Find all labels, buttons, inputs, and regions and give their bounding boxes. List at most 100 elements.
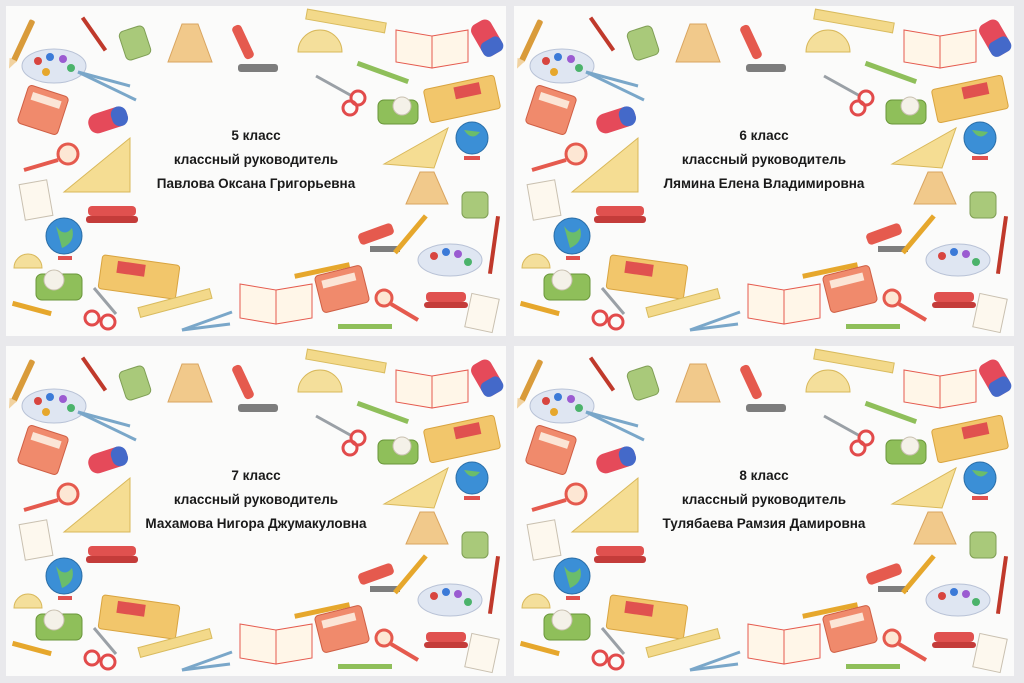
calculator-icon [17,425,69,475]
flask-icon [405,171,449,205]
book-icon [605,594,689,640]
triangle-ruler-icon [570,476,639,533]
flask-icon [167,363,213,403]
tape-dispenser-icon [35,609,83,641]
card-caption: 6 класс классный руководитель Лямина Еле… [624,124,904,196]
teacher-role: классный руководитель [173,152,339,167]
notepad-icon [972,632,1008,674]
stapler-icon [424,292,468,308]
pencil-icon [393,214,428,255]
pencil-icon [802,262,859,279]
class-card-8: 8 класс классный руководитель Тулябаева … [514,346,1014,676]
book-icon [931,414,1009,464]
compass-icon [77,410,137,442]
palette-icon [417,583,483,617]
pencil-icon [901,554,936,595]
magnifier-icon [882,628,928,662]
book-icon [423,414,501,464]
microscope-icon [866,563,908,592]
book-icon [395,29,469,69]
book-icon [423,74,501,124]
flask-icon [913,171,957,205]
pencil-icon [338,664,392,669]
sharpener-icon [461,531,489,559]
triangle-ruler-icon [890,466,957,509]
triangle-ruler-icon [890,126,957,169]
triangle-ruler-icon [62,476,131,533]
pencil-icon [8,19,35,69]
book-icon [97,594,181,640]
ruler-icon [305,8,387,34]
protractor-icon [297,369,343,393]
teacher-role: классный руководитель [173,492,339,507]
teacher-name: Тулябаева Рамзия Дамировна [662,516,866,531]
stapler-icon [86,546,138,563]
teacher-role: классный руководитель [681,152,847,167]
brush-icon [588,356,616,392]
palette-icon [925,243,991,277]
brush-icon [487,216,501,274]
pencil-icon [802,602,859,619]
protractor-icon [521,253,551,269]
compass-icon [181,310,233,332]
sharpener-icon [626,25,660,61]
card-caption: 5 класс классный руководитель Павлова Ок… [116,124,396,196]
calculator-icon [314,265,370,313]
microscope-icon [358,563,400,592]
notepad-icon [18,179,54,221]
class-grade: 7 класс [231,468,281,483]
globe-icon [455,461,489,500]
calculator-icon [525,85,577,135]
protractor-icon [521,593,551,609]
magnifier-icon [882,288,928,322]
brush-icon [995,216,1009,274]
brush-icon [588,16,616,52]
notepad-icon [526,519,562,561]
notepad-icon [18,519,54,561]
book-icon [903,29,977,69]
globe-icon [455,121,489,160]
flask-icon [167,23,213,63]
brush-icon [80,356,108,392]
pencil-icon [864,400,918,425]
protractor-icon [805,29,851,53]
notepad-icon [972,292,1008,334]
card-caption: 7 класс классный руководитель Махамова Н… [116,464,396,536]
stapler-icon [424,632,468,648]
palette-icon [529,48,595,84]
calculator-icon [17,85,69,135]
ruler-icon [137,287,213,319]
triangle-ruler-icon [570,136,639,193]
globe-icon [45,217,83,260]
book-icon [903,369,977,409]
ruler-icon [137,627,213,659]
pencil-icon [846,324,900,329]
tape-dispenser-icon [35,269,83,301]
pencil-icon [294,262,351,279]
pencil-icon [8,359,35,409]
class-card-7: 7 класс классный руководитель Махамова Н… [6,346,506,676]
microscope-icon [866,223,908,252]
calculator-icon [314,605,370,653]
pencil-icon [356,400,410,425]
pencil-icon [901,214,936,255]
book-icon [747,623,821,665]
microscope-icon [740,24,786,72]
triangle-ruler-icon [62,136,131,193]
triangle-ruler-icon [382,126,449,169]
teacher-role: классный руководитель [681,492,847,507]
flask-icon [675,363,721,403]
class-card-6: 6 класс классный руководитель Лямина Еле… [514,6,1014,336]
flask-icon [913,511,957,545]
scissors-icon [83,287,118,331]
scissors-icon [591,627,626,671]
calculator-icon [822,265,878,313]
magnifier-icon [531,482,588,512]
calculator-icon [822,605,878,653]
ruler-icon [645,627,721,659]
flask-icon [675,23,721,63]
magnifier-icon [374,288,420,322]
tape-dispenser-icon [377,436,419,465]
book-icon [605,254,689,300]
